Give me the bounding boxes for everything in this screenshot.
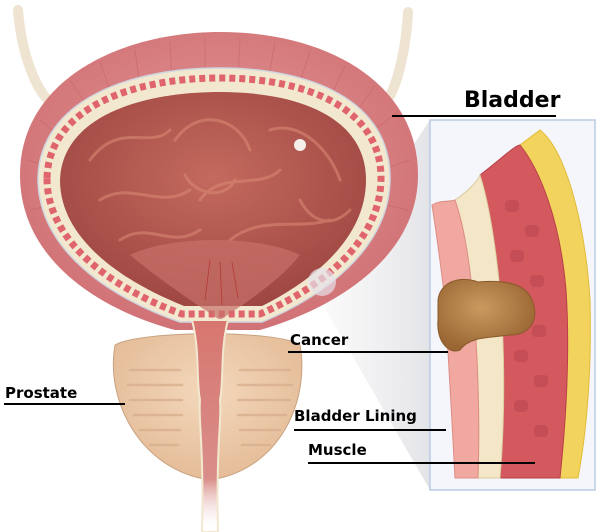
tumor-spot: [294, 139, 306, 151]
tumor: [437, 278, 536, 352]
wall-cross-section-inset: [429, 119, 596, 491]
label-muscle: Muscle: [308, 441, 367, 459]
label-bladder: Bladder: [464, 88, 561, 113]
leader-lines: [4, 115, 556, 464]
urethra: [190, 319, 230, 532]
label-cancer: Cancer: [290, 331, 349, 349]
bladder: [20, 32, 418, 330]
label-prostate: Prostate: [5, 384, 78, 402]
prostate: [112, 319, 303, 532]
label-bladder-lining: Bladder Lining: [294, 407, 417, 425]
ureters: [13, 5, 413, 105]
tumor-site: [308, 268, 336, 296]
